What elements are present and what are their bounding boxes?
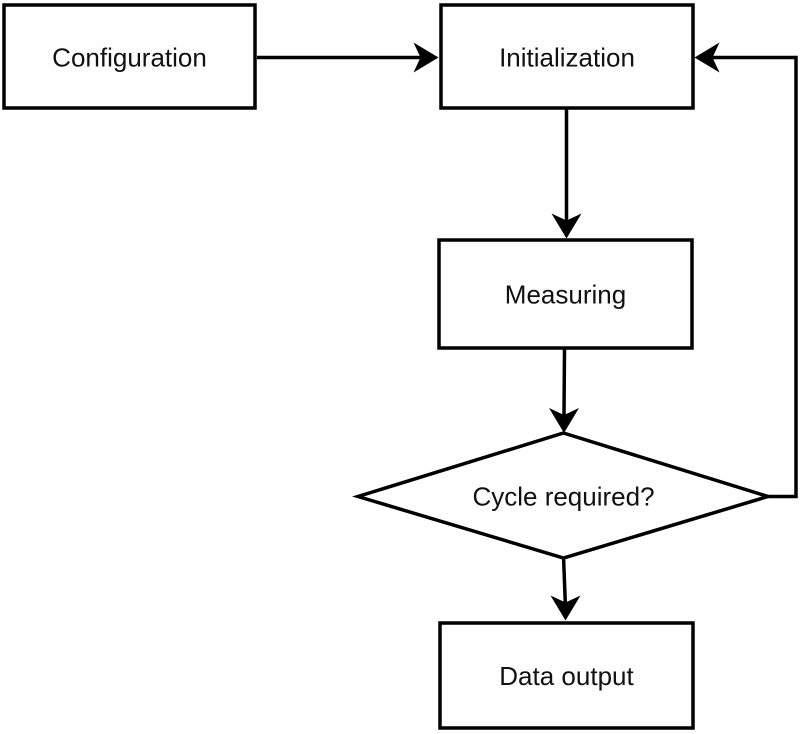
- node-configuration: Configuration: [2, 3, 257, 110]
- edge-measuring-cycle-required: [549, 348, 579, 433]
- edge-initialization-measuring: [551, 109, 582, 239]
- node-measuring: Measuring: [437, 238, 694, 350]
- node-data-output-label: Data output: [499, 661, 634, 691]
- edge-line: [562, 348, 567, 417]
- node-initialization: Initialization: [439, 3, 695, 110]
- node-initialization-label: Initialization: [499, 43, 635, 73]
- edge-cycle-required-initialization-loop: [694, 42, 798, 499]
- node-data-output: Data output: [438, 621, 695, 730]
- arrowhead-down-icon: [551, 213, 582, 239]
- node-data-output-box: [438, 621, 695, 730]
- node-configuration-box: [2, 3, 257, 110]
- node-configuration-label: Configuration: [52, 43, 207, 73]
- edge-loop-line: [712, 55, 798, 499]
- arrowhead-down-icon: [550, 595, 581, 621]
- edge-line: [561, 555, 568, 604]
- arrowhead-down-icon: [549, 408, 579, 433]
- node-measuring-box: [437, 238, 694, 350]
- arrowhead-left-icon: [694, 42, 720, 73]
- node-cycle-required-diamond: [351, 431, 774, 560]
- edge-configuration-initialization: [257, 42, 439, 73]
- edge-cycle-required-data-output: [550, 555, 581, 621]
- arrowhead-right-icon: [413, 42, 439, 73]
- node-cycle-required-label: Cycle required?: [472, 482, 654, 512]
- node-cycle-required: Cycle required?: [351, 431, 774, 560]
- node-measuring-label: Measuring: [505, 280, 626, 310]
- node-initialization-box: [439, 3, 695, 110]
